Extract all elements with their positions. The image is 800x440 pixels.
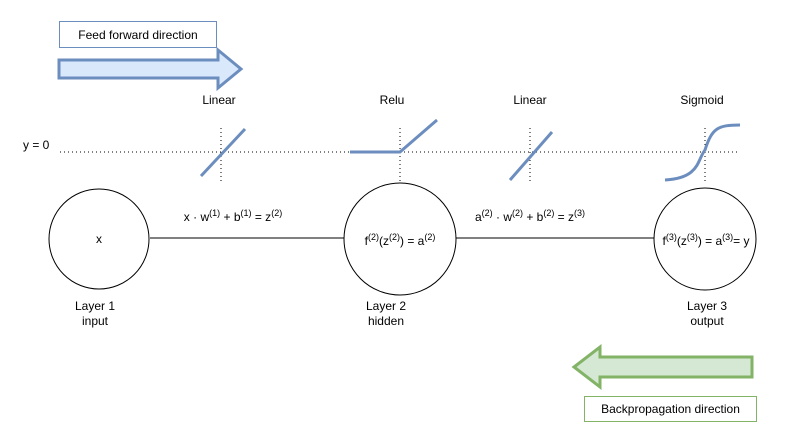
sigmoid-curve <box>664 123 741 182</box>
node2-sup1: (2) <box>367 232 379 242</box>
node3-end: ) = a <box>697 234 723 248</box>
node-layer2 <box>343 182 457 296</box>
node2-sup3: (2) <box>424 232 436 242</box>
eq1-s1: (1) <box>209 208 221 218</box>
node-layer1-text: x <box>96 232 102 246</box>
backprop-arrow <box>571 343 754 391</box>
linear-curve-2 <box>508 131 554 181</box>
equation-1: x · w(1) + b(1) = z(2) <box>184 208 282 224</box>
node-layer1 <box>48 188 150 290</box>
baseline-label: y = 0 <box>23 138 50 152</box>
node3-sup1: (3) <box>665 232 677 242</box>
activation-name-1: Linear <box>202 93 236 107</box>
feedforward-label-box: Feed forward direction <box>59 21 217 48</box>
backprop-label: Backpropagation direction <box>601 402 740 416</box>
eq1-p1: x · w <box>183 210 210 224</box>
node2-end: ) = a <box>399 234 425 248</box>
eq1-p2: + b <box>220 210 241 224</box>
eq2-s2: (2) <box>511 208 523 218</box>
caption-layer2-line1: Layer 2 <box>365 299 407 313</box>
caption-layer1: Layer 1 input <box>75 299 115 329</box>
eq1-s2: (1) <box>240 208 252 218</box>
node2-mid: (z <box>378 234 389 248</box>
eq1-s3: (2) <box>271 208 283 218</box>
node-layer2-text: f(2)(z(2)) = a(2) <box>365 232 436 248</box>
eq2-s3: (2) <box>543 208 555 218</box>
node3-mid: (z <box>676 234 687 248</box>
node-layer3-text: f(3)(z(3)) = a(3)= y <box>662 232 749 248</box>
activation-name-4: Sigmoid <box>680 93 724 107</box>
node3-sup2: (3) <box>686 232 698 242</box>
feedforward-label: Feed forward direction <box>78 27 198 42</box>
backprop-label-box: Backpropagation direction <box>584 396 757 422</box>
caption-layer1-line2: input <box>81 314 109 328</box>
activation-name-3: Linear <box>513 93 547 107</box>
node3-sup3: (3) <box>722 232 734 242</box>
node-layer3 <box>653 187 757 291</box>
caption-layer3-line2: output <box>690 314 724 328</box>
linear-curve-1 <box>199 127 247 178</box>
node3-tail: = y <box>733 234 750 248</box>
eq2-p4: = z <box>554 210 575 224</box>
eq2-p2: · w <box>492 210 512 224</box>
eq2-s1: (2) <box>481 208 493 218</box>
feedforward-arrow <box>57 46 244 92</box>
node2-sup2: (2) <box>388 232 400 242</box>
eq2-p3: + b <box>522 210 544 224</box>
eq2-p1: a <box>474 210 482 224</box>
equation-2: a(2) · w(2) + b(2) = z(3) <box>475 208 585 224</box>
relu-curve <box>350 118 438 154</box>
caption-layer2-line2: hidden <box>367 314 405 328</box>
node3-func: f <box>662 234 666 248</box>
caption-layer1-line1: Layer 1 <box>74 299 116 313</box>
eq1-p3: = z <box>251 210 272 224</box>
node2-func: f <box>364 234 368 248</box>
activation-name-2: Relu <box>379 93 405 107</box>
caption-layer3: Layer 3 output <box>687 299 727 329</box>
caption-layer3-line1: Layer 3 <box>686 299 728 313</box>
eq2-s4: (3) <box>574 208 586 218</box>
caption-layer2: Layer 2 hidden <box>366 299 406 329</box>
